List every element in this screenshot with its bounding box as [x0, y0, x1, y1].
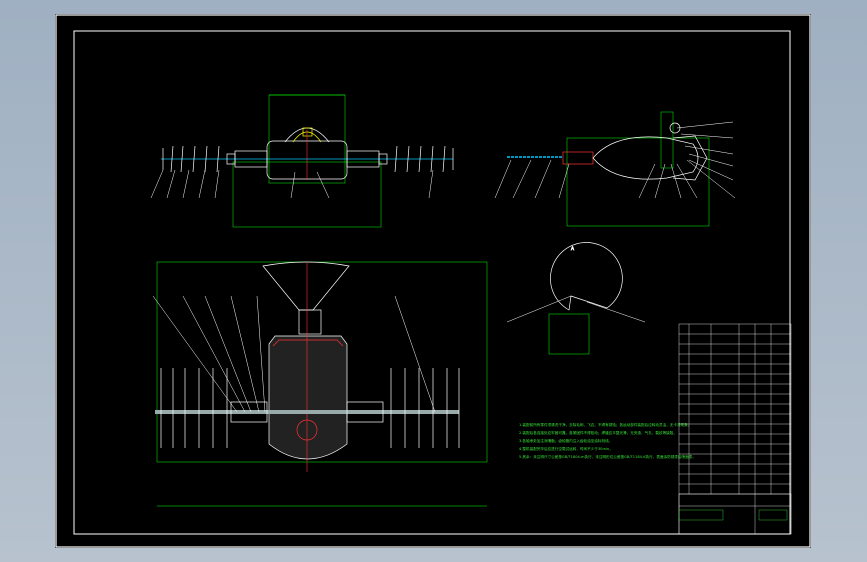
- detail-view[interactable]: A: [506, 242, 646, 355]
- gearbox-housing: [268, 335, 348, 460]
- section-label: A: [571, 246, 574, 252]
- detail-leader-right: [586, 301, 646, 323]
- side-hull: [592, 136, 699, 180]
- parts-table[interactable]: [678, 323, 792, 535]
- front-left-blades: [162, 145, 220, 173]
- hopper: [262, 261, 350, 311]
- section-view[interactable]: [152, 261, 488, 507]
- section-leader-lines: [152, 295, 436, 413]
- title-block-name-box: [758, 509, 788, 521]
- tech-note-2: 2.装配后各连接处应牢固可靠，各紧固件不得松动；焊缝应平整光滑，无夹渣、气孔、裂…: [519, 430, 677, 435]
- detail-circle: [550, 242, 623, 311]
- detail-dim-box: [548, 313, 590, 355]
- front-right-blades: [394, 145, 454, 173]
- parts-table-columns: [688, 324, 772, 494]
- front-leader-lines: [150, 169, 434, 199]
- title-block: [678, 493, 792, 535]
- tech-note-1: 1.装配前所有零件须清洗干净，去除毛刺、飞边，不得有锈蚀；各运动部件装配后应转动…: [519, 422, 691, 427]
- side-nose: [672, 135, 708, 181]
- tech-note-5: 5.其余：未注明尺寸公差按GB/T1804-m执行，未注明形位公差按GB/T11…: [519, 454, 696, 459]
- side-coupling: [562, 151, 594, 165]
- gear-wheel: [296, 419, 318, 441]
- side-dim-box-vertical: [660, 111, 674, 169]
- side-leader-lines: [494, 121, 736, 199]
- detail-leader-left: [506, 295, 572, 323]
- front-view[interactable]: [150, 94, 454, 228]
- drawing-sheet[interactable]: A 1.装配前所有零件须清洗干净，去除毛刺、飞边，不得有锈蚀；各运动部件装配后应…: [55, 14, 811, 548]
- parts-table-frame: [678, 323, 792, 535]
- drawing-frame: [55, 14, 811, 548]
- section-right-blades: [390, 368, 460, 448]
- tech-note-4: 4.整机装配完毕后应进行空载试运转，时间不少于30min。: [519, 446, 613, 451]
- gearbox-hatch: [272, 339, 344, 347]
- section-left-blades: [160, 368, 228, 448]
- cad-drawing: A 1.装配前所有零件须清洗干净，去除毛刺、飞边，不得有锈蚀；各运动部件装配后应…: [55, 14, 811, 548]
- side-top-knob: [669, 122, 681, 134]
- side-dim-box: [566, 137, 710, 227]
- section-right-bearing: [346, 401, 384, 423]
- technical-notes: 1.装配前所有零件须清洗干净，去除毛刺、飞边，不得有锈蚀；各运动部件装配后应转动…: [519, 422, 696, 459]
- tech-note-3: 3.各轴承处加注润滑脂，齿轮箱内注入齿轮油至油标刻线。: [519, 438, 612, 443]
- parts-table-rows: [679, 333, 791, 495]
- hopper-neck: [298, 309, 322, 335]
- section-left-bearing: [230, 401, 268, 423]
- front-right-collar: [378, 153, 388, 165]
- front-dome-cap: [302, 127, 313, 137]
- section-dim-box: [156, 261, 488, 463]
- title-block-green-box: [678, 509, 724, 521]
- front-left-collar: [226, 153, 236, 165]
- side-view[interactable]: [494, 111, 736, 227]
